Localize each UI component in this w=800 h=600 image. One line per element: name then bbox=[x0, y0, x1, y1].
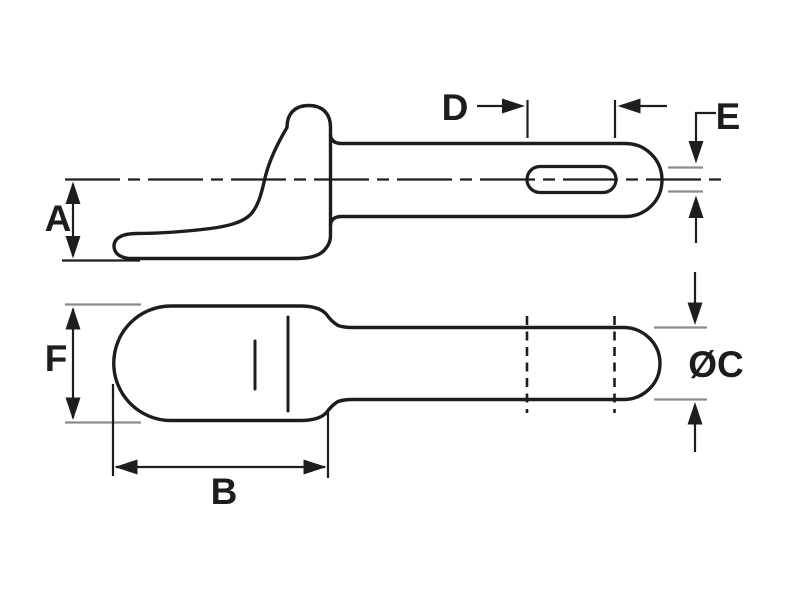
dim-d-label: D bbox=[442, 87, 469, 128]
dim-e-arrow-down bbox=[688, 141, 704, 164]
dim-a-arrow-up bbox=[65, 181, 81, 204]
side-view-handle-outline bbox=[112, 103, 333, 261]
dim-e-leader-line bbox=[694, 111, 716, 150]
dim-f-arrow-down bbox=[65, 397, 81, 420]
dim-c-arrow-up bbox=[687, 402, 703, 425]
extension-lines bbox=[65, 166, 707, 424]
dim-d-arrow-right bbox=[502, 98, 525, 114]
dim-c-arrow-down bbox=[687, 302, 703, 325]
dim-b-arrow-left bbox=[114, 459, 138, 475]
arrowheads bbox=[65, 98, 704, 475]
dim-a-arrow-down bbox=[65, 236, 81, 259]
dim-e-label: E bbox=[716, 96, 741, 137]
part-outlines bbox=[112, 103, 664, 423]
dimension-labels: A D E ØC F B bbox=[45, 87, 744, 512]
top-view-body-outline bbox=[112, 304, 662, 423]
dim-f-arrow-up bbox=[65, 307, 81, 330]
dim-c-label: ØC bbox=[688, 344, 744, 385]
dim-b-arrow-right bbox=[303, 459, 327, 475]
dim-b-label: B bbox=[211, 471, 238, 512]
dim-e-arrow-up bbox=[688, 195, 704, 218]
dim-d-arrow-left bbox=[617, 98, 641, 114]
dimension-lines bbox=[62, 100, 716, 478]
dim-f-label: F bbox=[45, 338, 68, 379]
dim-a-label: A bbox=[45, 198, 72, 239]
